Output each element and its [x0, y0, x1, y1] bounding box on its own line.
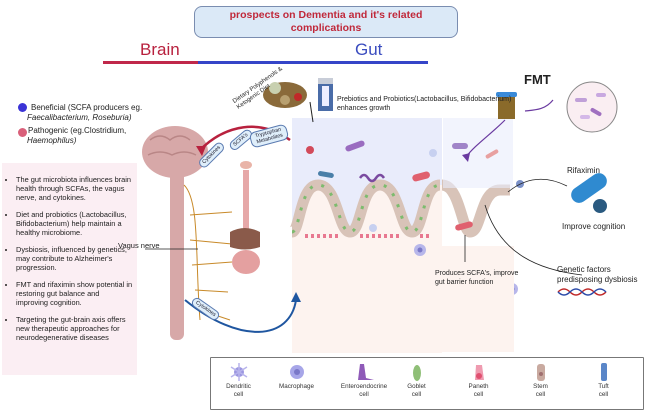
cell-sub: cell: [359, 390, 369, 398]
legend-pathogenic: Pathogenic (eg.Clostridium, Haemophilus): [18, 126, 148, 146]
cell-name: Macrophage: [278, 383, 314, 390]
fmt-arrow: [524, 99, 554, 112]
stem-cell-icon: [536, 364, 545, 381]
info-point: Targeting the gut-brain axis offers new …: [16, 315, 133, 342]
info-point: The gut microbiota influences brain heal…: [16, 175, 133, 202]
genetic-label: Genetic factors predisposing dysbiosis: [557, 265, 638, 284]
cell-name: Tuft: [598, 383, 609, 390]
genetic-pointer: [484, 204, 583, 276]
fmt-container-icon: [496, 92, 517, 119]
pathogenic-dot-icon: [18, 128, 27, 137]
macrophage-nucleus: [417, 247, 423, 253]
epithelium-right: [440, 179, 510, 238]
microbiome-circle-icon: [566, 81, 618, 133]
legend-macrophage: Macrophage: [269, 362, 324, 391]
vagus-nerve: [183, 184, 233, 321]
page-title: prospects on Dementia and it's related c…: [229, 9, 423, 34]
bacterium-icon: [345, 140, 365, 152]
cell-name: Goblet: [407, 383, 426, 390]
arrowhead: [462, 153, 470, 162]
title-box: prospects on Dementia and it's related c…: [194, 6, 458, 38]
cell-sub: cell: [473, 390, 484, 398]
rifaximin-label: Rifaximin: [567, 166, 600, 175]
bacterium-icon: [485, 149, 499, 159]
scfa-barrier-label: Produces SCFA's, improve gut barrier fun…: [435, 270, 519, 286]
improve-cognition-label: Improve cognition: [562, 222, 626, 231]
arrowhead: [291, 292, 301, 302]
cell-sub: cell: [598, 390, 609, 398]
cell-name: Stem: [533, 383, 548, 390]
cell-sub: cell: [411, 390, 422, 398]
gut-divider: [198, 61, 428, 64]
pathogenic-dot-icon: [306, 146, 314, 154]
macrophage-dot: [429, 149, 437, 157]
rifaximin-pill-icon: [571, 173, 607, 213]
bacterium-icon: [452, 143, 468, 149]
spirochete-icon: [358, 173, 386, 183]
diet-arrow: [309, 101, 314, 123]
dna-strand: [557, 288, 607, 296]
food-icon: [263, 82, 307, 108]
info-point: Diet and probiotics (Lactobacillus, Bifi…: [16, 210, 133, 237]
paneth-cell-icon: [474, 365, 484, 380]
beneficial-label: Beneficial (SCFA producers eg.: [31, 103, 143, 112]
goblet-cells: [291, 183, 441, 234]
fmt-label: FMT: [524, 72, 551, 87]
cell-name: Dendritic: [226, 383, 251, 390]
tissue-lower: [442, 246, 514, 352]
digestive-organs-icon: [230, 161, 260, 274]
bacterium-icon: [317, 171, 334, 178]
macrophage-icon: [289, 365, 304, 379]
brain-heading: Brain: [140, 40, 180, 59]
lumen-right: [443, 118, 513, 188]
cell-name: Paneth: [468, 383, 489, 390]
dendritic-cell-icon: [230, 363, 247, 381]
cell-sub: cell: [535, 390, 546, 398]
brain-divider: [103, 61, 198, 64]
gut-heading: Gut: [355, 40, 383, 59]
pathogenic-species: Haemophilus): [27, 136, 77, 145]
legend-beneficial: Beneficial (SCFA producers eg. Faecaliba…: [18, 103, 148, 123]
enteroendocrine-cell-icon: [358, 364, 374, 380]
info-point: Dysbiosis, influenced by genetics, may c…: [16, 245, 133, 272]
vagus-nerve-label: Vagus nerve: [118, 241, 160, 250]
tuft-cell-icon: [600, 363, 607, 381]
cell-sub: cell: [233, 390, 244, 398]
probiotic-bottle-icon: [318, 78, 333, 111]
brain-illustration: [142, 126, 208, 340]
beneficial-dot-icon: [18, 103, 27, 112]
dot: [369, 224, 377, 232]
cell-name: Enteroendocrine: [340, 383, 388, 390]
arrowhead: [196, 146, 206, 156]
beneficial-species: Faecalibacterium, Roseburia): [27, 113, 132, 122]
pathogen-bacterium-icon: [412, 171, 430, 182]
rifaximin-arrow: [507, 178, 568, 193]
prebiotics-label: Prebiotics and Probiotics(Lactobacillus,…: [337, 96, 512, 112]
info-point: FMT and rifaximin show potential in rest…: [16, 280, 133, 307]
pathogen-bacterium-icon: [455, 221, 473, 231]
info-panel: The gut microbiota influences brain heal…: [2, 163, 137, 375]
goblet-cell-icon: [412, 365, 421, 381]
pathogenic-label: Pathogenic (eg.Clostridium,: [28, 126, 127, 135]
